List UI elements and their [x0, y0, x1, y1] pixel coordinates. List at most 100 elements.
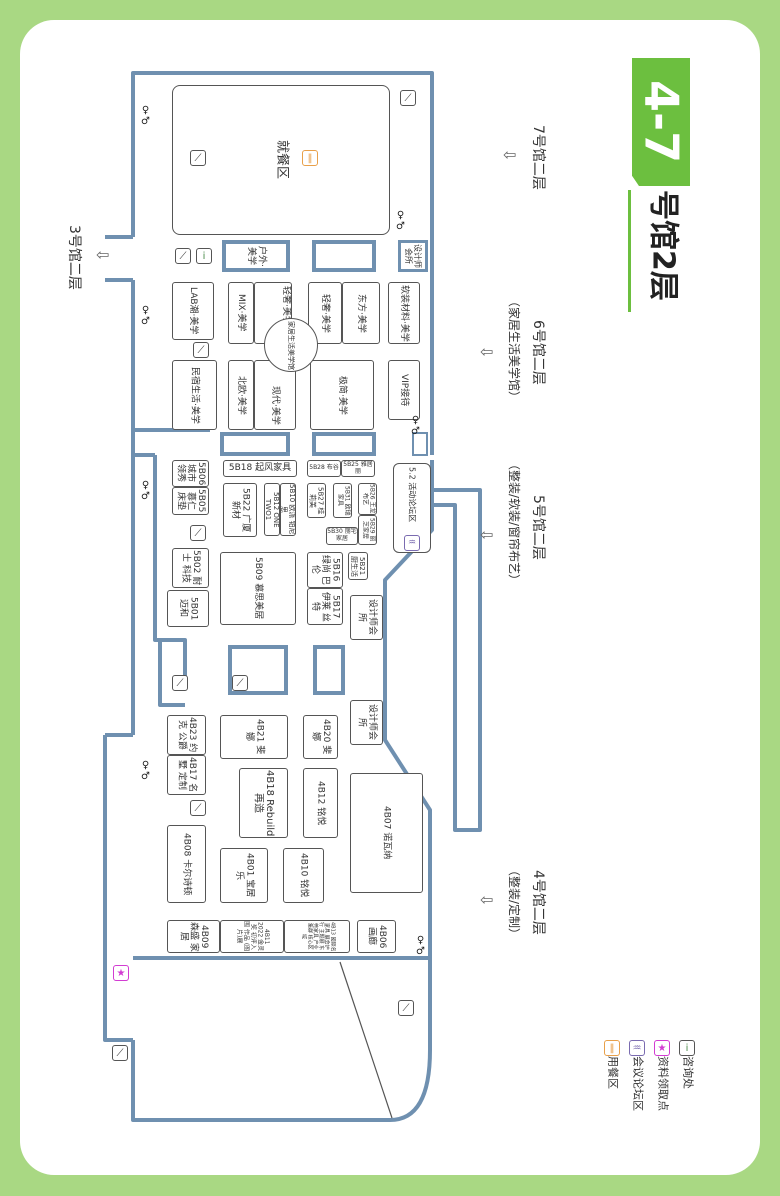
oriental-area: 东方·美学 [342, 282, 380, 344]
escalator-icon: ⟋ [112, 1045, 128, 1061]
label: 4B23 约克 公爵 [176, 717, 197, 753]
dining-area: 就餐区 [172, 85, 390, 235]
label: 5B05 慕仁 床垫 [175, 489, 207, 513]
booth-4B21: 4B21 斐娜 [220, 715, 288, 759]
legend-item-dining: ‖用餐区 [604, 1040, 620, 1120]
label: 设计师会所 [356, 704, 377, 741]
hall4-label: 4号馆二层 [530, 870, 547, 935]
label: 5B30 丽宅家居 [327, 528, 357, 542]
restroom-icon: ♀♂ [415, 935, 426, 957]
escalator-icon: ⟋ [400, 90, 416, 106]
arrow-left-icon: ⇦ [96, 245, 110, 264]
label: 4B13 國際名家具 展会护行 主题展 东莞家具 产业集群 核心区域 [300, 921, 336, 952]
booth-5B30: 5B30 丽宅家居 [326, 527, 358, 545]
booth-4B06: 4B06 画廊 [357, 920, 396, 953]
label: 北欧·美学 [236, 375, 247, 415]
booth-4B10: 4B10 铭悦 [283, 848, 324, 903]
label: 5B10 欧派 铂尼思 [280, 484, 296, 535]
booth-5B09: 5B09 慕思美居 [220, 552, 296, 625]
label: 5B26 王龙布艺 [361, 484, 376, 514]
label: 4B17 名墅 定制 [176, 757, 197, 793]
title-number: 4-7 [632, 58, 690, 186]
booth-4B23: 4B23 约克 公爵 [167, 715, 206, 755]
mix-area: MIX·美学 [228, 282, 254, 344]
label: 设计师会所 [356, 599, 377, 636]
booth-5B27: 5B27 桂莉美 [307, 483, 326, 518]
booth-5B16: 5B16 绿尚 巴伦 [307, 552, 343, 588]
booth-4B18: 4B18 Rebuild再造 [239, 768, 288, 838]
info-icon: i [679, 1040, 695, 1056]
label: 现代·美学 [270, 386, 281, 425]
label: 5.2 活动论坛区 [407, 467, 417, 523]
booth-4B08: 4B08 卡尔诗顿 [167, 825, 206, 903]
hall5-label: 5号馆二层 [530, 495, 547, 560]
label: 轻奢·美学 [281, 286, 291, 325]
label: 轻奢·美学 [320, 293, 331, 333]
dining-label: 就餐区 [274, 140, 290, 180]
label: 4B01 宝居乐 [234, 853, 255, 898]
restroom-icon: ♀♂ [140, 480, 151, 502]
legend-label: 资料领取点 [656, 1056, 670, 1111]
designer-club-lower: 设计师会所 [350, 700, 383, 745]
dining-icon: ‖ [604, 1040, 620, 1056]
hall6-sub: （家居生活美学馆） [506, 295, 521, 404]
label: 4B07 诺瓦纳 [381, 806, 392, 860]
dining-icon: ‖ [302, 150, 318, 166]
arrow-left-icon: ⇦ [480, 342, 494, 361]
block [312, 432, 376, 456]
minimal-area: 极简·美学 [310, 360, 374, 430]
label: 5B12 ONE TWO1 [264, 491, 280, 528]
label: 5B21 厨生活 [350, 555, 367, 577]
booth-4B09: 4B09 森盛 家居 [167, 920, 220, 953]
outer-wall [103, 71, 434, 1122]
escalator-icon: ⟋ [175, 248, 191, 264]
booth-4B07: 4B07 诺瓦纳 [350, 773, 423, 893]
label: 5B29 丽芝家居 [361, 518, 376, 542]
booth-5B01: 5B01 迈和 [167, 590, 209, 627]
label: VIP接待 [399, 373, 410, 407]
hall5-corridor [432, 488, 482, 832]
label: 东方·美学 [356, 293, 367, 333]
label: 5B22 广厦新材 [230, 487, 251, 533]
label: 5B27 桂莉美 [308, 486, 325, 515]
escalator-icon: ⟋ [398, 1000, 414, 1016]
vip-reception: VIP接待 [388, 360, 420, 420]
label: 5B18 起风家具 [228, 462, 292, 473]
label: LAB潮·美学 [188, 287, 199, 335]
label: 5B28 布谷 [309, 464, 339, 472]
empty-block [312, 240, 376, 272]
booth-5B28: 5B28 布谷 [307, 460, 341, 477]
label: 4B21 斐娜 [244, 719, 265, 755]
designer-club-label: 设计师会所 [404, 244, 423, 268]
block [313, 645, 345, 695]
lab-area: LAB潮·美学 [172, 282, 214, 340]
hall7-label: 7号馆二层 [530, 125, 547, 190]
booth-5B10: 5B10 欧派 铂尼思 [280, 483, 296, 536]
arrow-left-icon: ⇦ [503, 145, 517, 164]
legend-label: 会议论坛区 [631, 1056, 645, 1111]
label: 5B17 伊莱 丝特 [309, 591, 341, 622]
label: 家居生活美学馆 [287, 320, 296, 370]
legend-item-material: ★资料领取点 [654, 1040, 670, 1120]
forum-icon: ♒ [404, 535, 420, 551]
escalator-icon: ⟋ [193, 342, 209, 358]
booth-5B31: 5B31 欧瑞家具 [333, 483, 352, 518]
escalator-icon: ⟋ [172, 675, 188, 691]
booth-4B01: 4B01 宝居乐 [220, 848, 268, 903]
material-pickup-icon: ★ [654, 1040, 670, 1056]
booth-4B20: 4B20 斐娜 [303, 715, 338, 759]
label: 4B08 卡尔诗顿 [181, 832, 192, 896]
label: 民宿生活·美学 [189, 366, 200, 424]
area-divider-line [339, 961, 393, 1119]
designer-club-top: 设计师会所 [398, 240, 428, 272]
outdoor-label: 户外·美学 [246, 245, 267, 267]
booth-5B05: 5B05 慕仁 床垫 [172, 487, 209, 515]
label: 5B06 城市 领秀 [175, 461, 207, 486]
homestay-area: 民宿生活·美学 [172, 360, 217, 430]
label: 5B25 雅居丽 [343, 460, 373, 475]
legend-label: 用餐区 [606, 1056, 620, 1089]
arrow-left-icon: ⇦ [480, 525, 494, 544]
booth-4B13: 4B13 國際名家具 展会护行 主题展 东莞家具 产业集群 核心区域 [284, 920, 350, 953]
